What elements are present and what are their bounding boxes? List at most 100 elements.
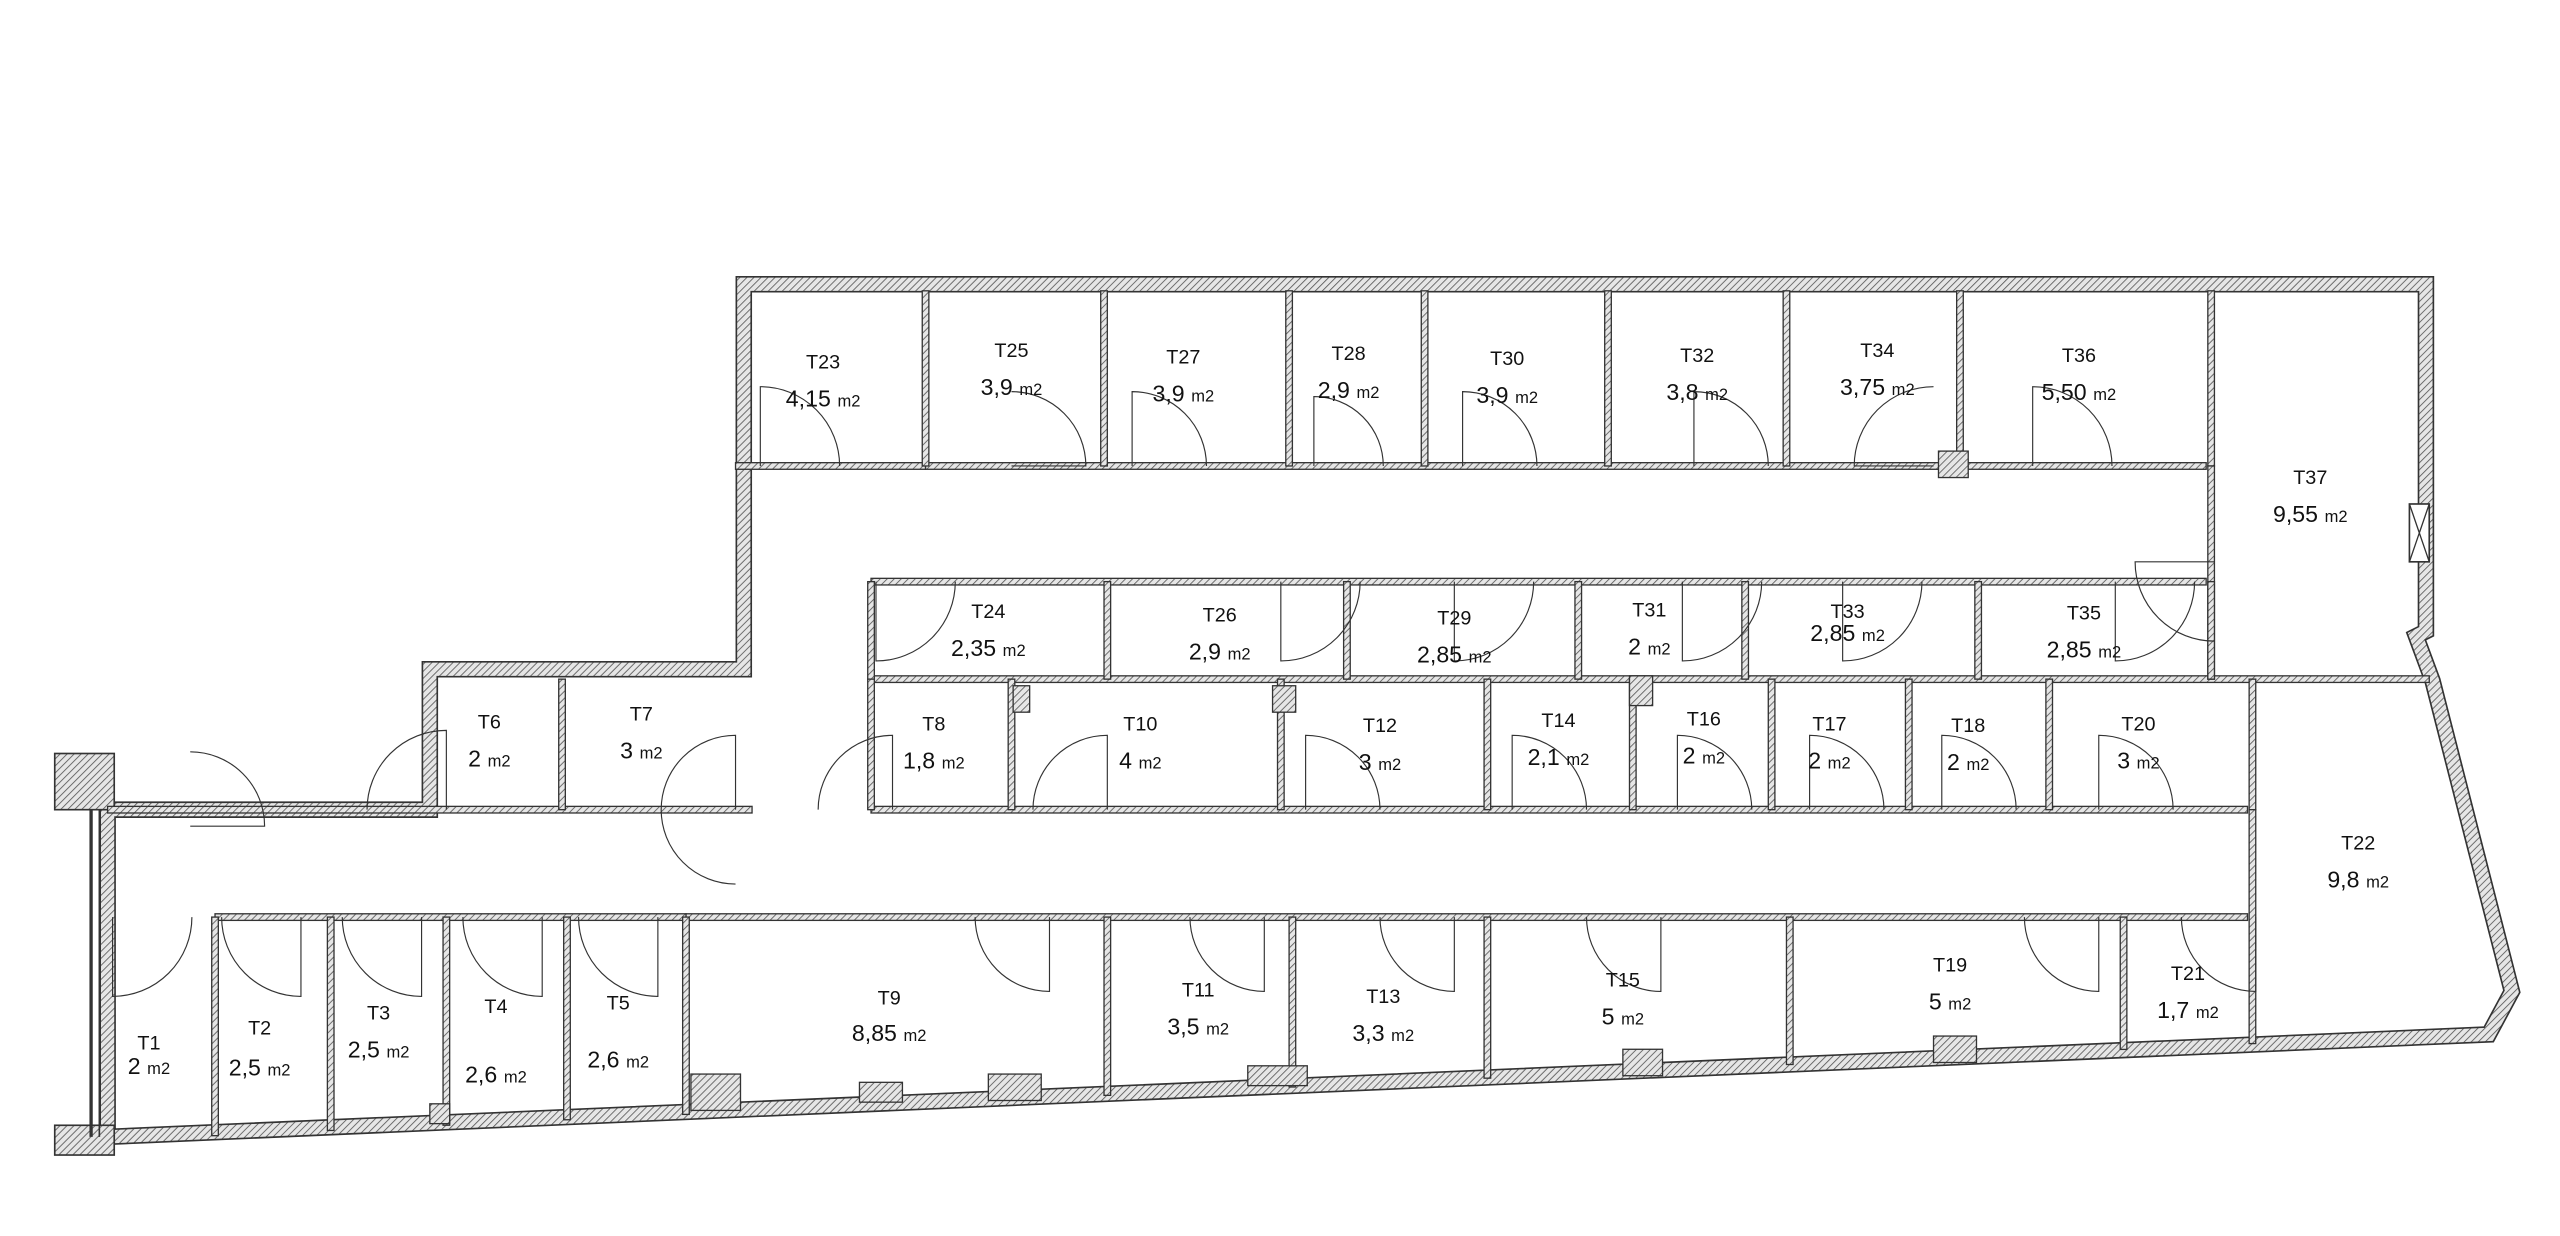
room-label: T16 [1687,708,1721,730]
door-swing [221,917,302,997]
room-label: T12 [1363,715,1397,737]
room-label: T7 [630,703,653,725]
interior-wall [685,913,2249,922]
door-swing [1280,581,1361,662]
area-value: 1,7 [2157,997,2189,1023]
interior-wall [1955,290,1964,467]
area-value: 3,9 [1476,382,1508,408]
area-value: 2 [468,746,481,772]
area-value: 2,85 [1417,642,1462,668]
interior-wall [924,462,2207,470]
door-swing [1853,386,1934,467]
area-unit: m2 [1356,383,1379,402]
room-label: T28 [1332,343,1366,365]
room-label: T30 [1490,348,1524,370]
area-value: 3,5 [1167,1013,1199,1039]
area-unit: m2 [1705,385,1728,404]
area-value: 2,9 [1318,377,1350,403]
room-label: T24 [971,601,1005,623]
interior-wall [2248,809,2257,1045]
door-swing [2023,917,2100,993]
room-label: T15 [1606,969,1640,991]
room-label: T8 [922,713,945,735]
interior-wall [1288,916,1297,1088]
door-swing [1681,581,1763,662]
door-swing [875,581,956,662]
area-value: 3,8 [1666,379,1698,405]
area-unit: m2 [1621,1009,1644,1028]
area-unit: m2 [904,1026,927,1045]
door-swing [1313,395,1384,466]
area-value: 3 [620,737,633,763]
interior-wall [1785,916,1794,1066]
room-label: T21 [2171,963,2205,985]
area-unit: m2 [2196,1003,2219,1022]
pillar [53,1124,116,1156]
area-unit: m2 [1378,755,1401,774]
room-label: T6 [478,712,501,734]
room-label: T29 [1437,608,1471,630]
door-swing [817,734,894,810]
area-value: 3,75 [1840,374,1885,400]
door-swing [1809,734,1885,810]
area-value: 4 [1119,747,1132,773]
door-swing [1693,391,1769,466]
room-label: T36 [2062,345,2096,367]
room-label: T10 [1123,713,1157,735]
area-value: 2,85 [2047,637,2092,663]
room-label: T35 [2067,603,2101,625]
room-t28: T28 2,9 m2 [1318,343,1380,403]
area-unit: m2 [504,1067,527,1086]
interior-wall [214,913,687,922]
door-swing [190,751,266,827]
interior-wall [867,580,875,680]
room-label: T9 [878,988,901,1010]
column [1937,450,1969,479]
room-label: T1 [137,1032,160,1054]
interior-wall [1285,290,1294,467]
column [1247,1065,1308,1087]
area-value: 8,85 [852,1020,897,1046]
room-area: 2,9 m2 [1318,377,1380,403]
area-value: 2,5 [229,1055,261,1081]
door-swing [1842,581,1923,662]
interior-wall [1904,678,1913,811]
room-t9: T9 8,85 m2 [852,988,927,1046]
door-swing [2180,917,2257,993]
interior-wall [1100,290,1108,467]
area-value: 2 [1683,742,1696,768]
interior-wall [2248,678,2257,811]
interior-wall [1604,290,1612,467]
area-unit: m2 [1391,1026,1414,1045]
door-swing [660,734,737,885]
interior-wall [1342,580,1351,680]
area-unit: m2 [837,391,860,410]
